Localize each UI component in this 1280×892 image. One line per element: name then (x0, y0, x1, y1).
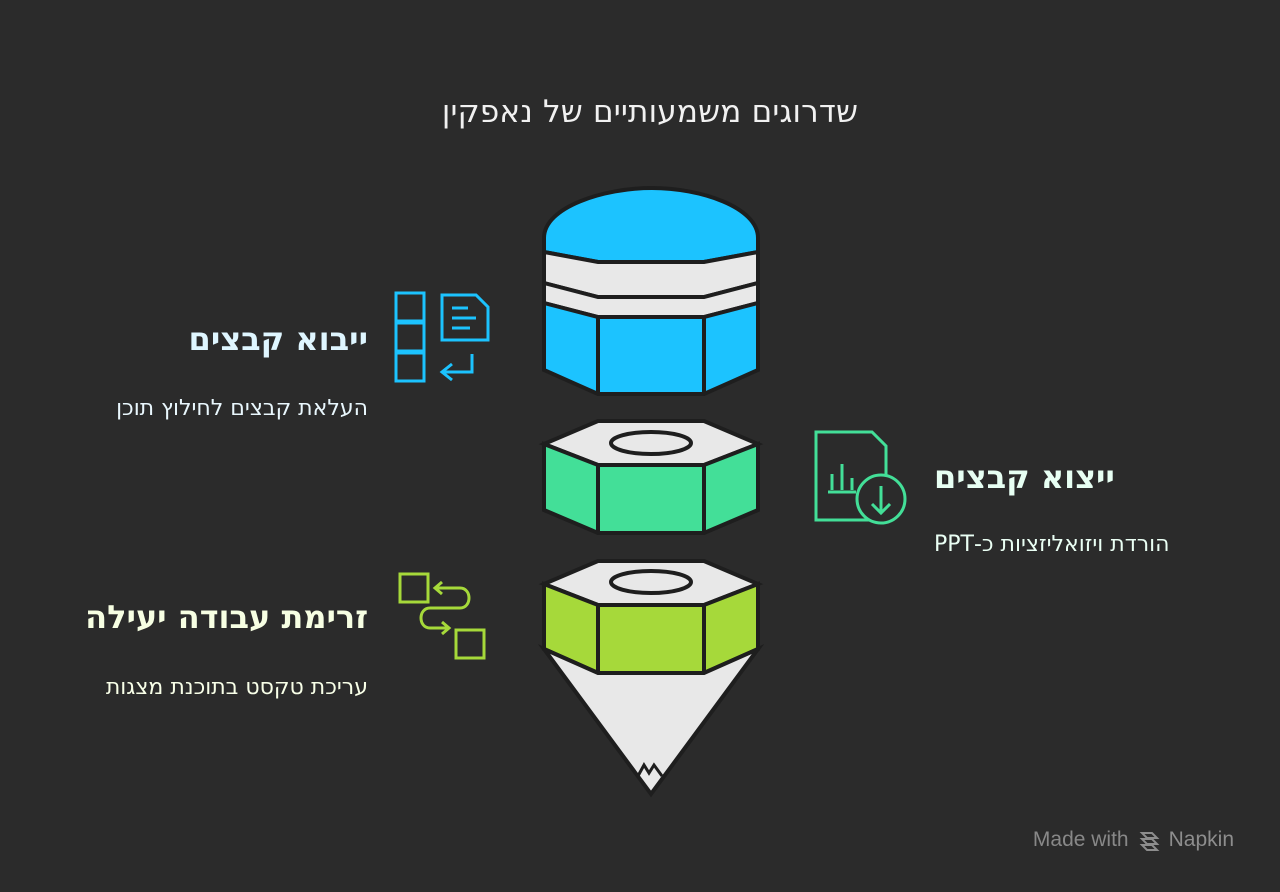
export-files-icon (814, 430, 907, 525)
page-title: שדרוגים משמעותיים של נאפקין (441, 94, 859, 130)
pencil-bottom-section (537, 559, 765, 798)
made-with-watermark: Made with Napkin (1033, 828, 1234, 852)
export-files-title: ייצוא קבצים (934, 458, 1115, 496)
import-files-icon (394, 291, 490, 383)
import-files-title: ייבוא קבצים (188, 320, 368, 358)
pencil-tip (537, 644, 765, 798)
napkin-logo-icon (1139, 832, 1160, 851)
pencil-middle-section (538, 419, 764, 535)
pencil-top-section (542, 185, 760, 396)
import-files-description: העלאת קבצים לחילוץ תוכן (116, 396, 368, 421)
export-files-description: הורדת ויזואליזציות כ-PPT (934, 532, 1170, 557)
napkin-brand: Napkin (1139, 828, 1234, 852)
workflow-description: עריכת טקסט בתוכנת מצגות (105, 675, 368, 700)
pencil-top-body (542, 300, 760, 396)
made-with-text: Made with (1032, 828, 1129, 851)
workflow-icon (398, 572, 486, 660)
napkin-brand-text: Napkin (1168, 828, 1234, 851)
pencil-top-cap (542, 185, 760, 264)
workflow-title: זרימת עבודה יעילה (85, 598, 368, 636)
pencil-graphite-mark (636, 762, 664, 777)
